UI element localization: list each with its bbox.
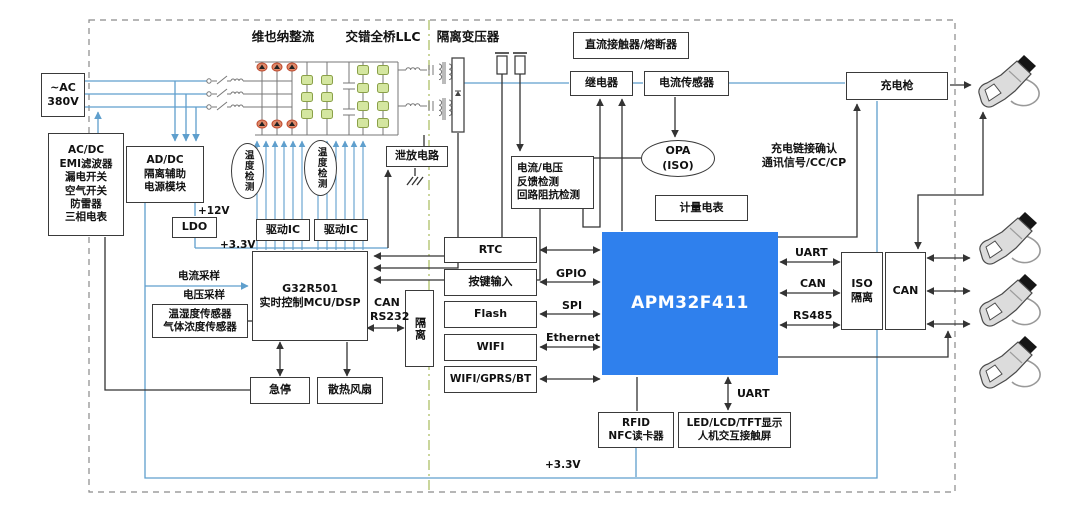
dc-fuse-symbols (495, 52, 527, 75)
voltage-sampling-label: 电压采样 (183, 289, 225, 301)
mcu-dsp-box: G32R501 实时控制MCU/DSP (252, 251, 368, 341)
feedback-detect-box: 电流/电压 反馈检测 回路阻抗检测 (511, 156, 594, 209)
can-dsp-label: CAN (374, 296, 400, 309)
can-transceiver-box: CAN (885, 252, 926, 330)
env-sensors-box: 温湿度传感器 气体浓度传感器 (152, 304, 248, 338)
wifi-box: WIFI (444, 334, 537, 361)
uart-display-label: UART (737, 387, 770, 400)
rtc-box: RTC (444, 237, 537, 263)
llc-title: 交错全桥LLC (345, 29, 421, 44)
energy-meter-box: 计量电表 (655, 195, 748, 221)
isolation-transformer-symbol (451, 57, 465, 133)
isolation-box: 隔离 (405, 290, 434, 367)
charge-gun-box: 充电枪 (846, 72, 948, 100)
driver-ic-box-2: 驱动IC (314, 219, 368, 241)
ethernet-label: Ethernet (546, 331, 601, 344)
apm32f411-box: APM32F411 (602, 232, 778, 375)
input-protection-box: AC/DC EMI滤波器 漏电开关 空气开关 防雷器 三相电表 (48, 133, 124, 236)
spi-label: SPI (562, 299, 583, 312)
opa-iso-ellipse: OPA (ISO) (641, 140, 715, 177)
charging-gun-icon (979, 335, 1041, 389)
aux-power-box: AD/DC 隔离辅助 电源模块 (126, 146, 204, 203)
vienna-rectifier-title: 维也纳整流 (251, 29, 315, 44)
temp-detect-ellipse-1: 温度检测 (231, 143, 264, 199)
cooling-fan-box: 散热风扇 (317, 377, 383, 404)
charging-gun-icon (979, 211, 1041, 265)
rs232-label: RS232 (370, 310, 410, 323)
link-confirm-label: 充电链接确认 通讯信号/CC/CP (761, 142, 847, 170)
driver-ic-box-1: 驱动IC (256, 219, 310, 241)
dc-contactor-box: 直流接触器/熔断器 (573, 32, 689, 59)
flash-box: Flash (444, 301, 537, 328)
can-label: CAN (800, 277, 826, 290)
relay-box: 继电器 (570, 71, 633, 96)
rail-3v3-bottom-label: +3.3V (545, 459, 581, 471)
temp-detect-ellipse-2: 温度检测 (304, 140, 337, 196)
isolation-transformer-title: 隔离变压器 (436, 29, 500, 44)
charging-gun-icon (979, 273, 1041, 327)
rs485-label: RS485 (793, 309, 833, 322)
wifi-gprs-bt-box: WIFI/GPRS/BT (444, 366, 537, 393)
gpio-label: GPIO (556, 267, 587, 280)
charging-gun-icon (978, 54, 1040, 108)
mosfet-symbols (301, 65, 389, 128)
ldo-box: LDO (172, 217, 217, 238)
rail-3v3-label: +3.3V (220, 239, 256, 251)
rectifier-diode-symbols (256, 62, 298, 129)
discharge-circuit-box: 泄放电路 (386, 146, 448, 167)
rail-12v-label: +12V (198, 205, 230, 217)
current-sensor-box: 电流传感器 (644, 71, 729, 96)
estop-box: 急停 (250, 377, 310, 404)
iso-isolation-box: ISO 隔离 (841, 252, 883, 330)
uart-label: UART (795, 246, 828, 259)
current-sampling-label: 电流采样 (178, 270, 220, 282)
rfid-nfc-box: RFID NFC读卡器 (598, 412, 674, 448)
key-input-box: 按键输入 (444, 269, 537, 296)
ac-input-box: ~AC 380V (41, 73, 85, 117)
display-box: LED/LCD/TFT显示 人机交互接触屏 (678, 412, 791, 448)
